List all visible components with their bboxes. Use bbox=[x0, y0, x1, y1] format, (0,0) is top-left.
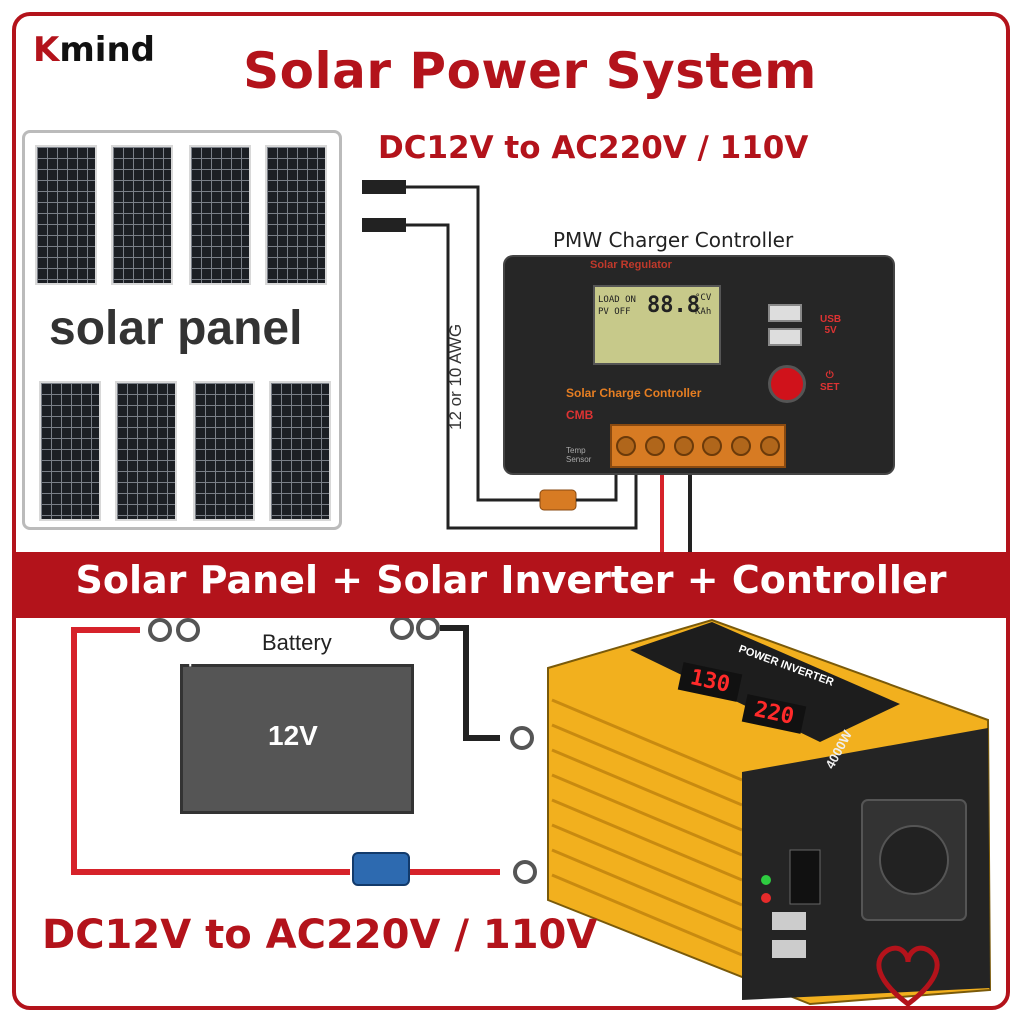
lcd-pv-off: PV OFF bbox=[598, 307, 631, 317]
terminal-screw bbox=[644, 436, 665, 456]
controller-top-label: Solar Regulator bbox=[590, 259, 672, 271]
inline-fuse bbox=[539, 489, 577, 511]
terminal-screw bbox=[616, 436, 637, 456]
terminal-block bbox=[610, 424, 786, 468]
inline-fuse bbox=[352, 852, 410, 886]
usb-port-icon bbox=[772, 912, 806, 930]
set-label: ⏻SET bbox=[820, 370, 840, 393]
mc4-connector bbox=[362, 180, 406, 194]
battery-caption: Battery bbox=[262, 630, 332, 655]
terminal-screw bbox=[759, 436, 780, 456]
inverter-top-panel bbox=[630, 622, 900, 742]
usb-port-icon bbox=[768, 304, 802, 322]
page-title: Solar Power System bbox=[243, 42, 817, 100]
pv-wire-positive bbox=[406, 185, 540, 502]
ring-terminal-icon bbox=[513, 860, 537, 884]
bottom-spec: DC12V to AC220V / 110V bbox=[42, 912, 598, 958]
pv-module bbox=[269, 381, 331, 521]
battery-positive-cable bbox=[71, 627, 350, 875]
ring-terminal-icon bbox=[148, 618, 172, 642]
pv-module bbox=[35, 145, 97, 285]
led-green bbox=[761, 875, 771, 885]
battery-negative-cable bbox=[440, 625, 500, 741]
terminal-screw bbox=[730, 436, 751, 456]
terminal-screw bbox=[702, 436, 723, 456]
led-red bbox=[761, 893, 771, 903]
controller-caption: PMW Charger Controller bbox=[553, 228, 794, 252]
pv-module bbox=[193, 381, 255, 521]
ring-terminal-icon bbox=[510, 726, 534, 750]
brand-logo: Kmind bbox=[33, 30, 155, 70]
solar-panel: solar panel bbox=[22, 130, 342, 530]
usb-port-icon bbox=[772, 940, 806, 958]
lcd-load-on: LOAD ON bbox=[598, 295, 636, 305]
mc4-connector bbox=[362, 218, 406, 232]
solar-panel-label: solar panel bbox=[49, 302, 303, 355]
battery-plus: + bbox=[185, 652, 196, 672]
controller-lcd: LOAD ON PV OFF 88.8 °CV KAh bbox=[593, 285, 721, 365]
lcd-unit-top: °CV bbox=[695, 293, 712, 303]
controller-cmb: CMB bbox=[566, 408, 594, 422]
battery bbox=[180, 664, 414, 814]
terminal-screw bbox=[673, 436, 694, 456]
pv-module bbox=[111, 145, 173, 285]
wire-gauge-label: 12 or 10 AWG bbox=[446, 323, 465, 430]
heart-logo-icon bbox=[876, 945, 940, 1008]
battery-minus: − bbox=[392, 648, 405, 673]
pv-module bbox=[39, 381, 101, 521]
pv-module bbox=[189, 145, 251, 285]
set-button[interactable] bbox=[768, 365, 806, 403]
page-subtitle: DC12V to AC220V / 110V bbox=[378, 130, 809, 166]
page-frame bbox=[12, 12, 1010, 1010]
lcd-digits: 88.8 bbox=[647, 293, 700, 318]
banner-text: Solar Panel + Solar Inverter + Controlle… bbox=[75, 558, 947, 602]
power-icon: ⏻ bbox=[825, 370, 834, 381]
banner bbox=[12, 552, 1010, 618]
lcd-unit-bottom: KAh bbox=[695, 307, 712, 317]
controller-name: Solar Charge Controller bbox=[566, 386, 702, 400]
battery-voltage: 12V bbox=[268, 720, 318, 751]
pv-wire-negative bbox=[406, 223, 638, 530]
power-switch bbox=[789, 849, 821, 905]
pv-module bbox=[265, 145, 327, 285]
pv-module bbox=[115, 381, 177, 521]
usb-port-icon bbox=[768, 328, 802, 346]
